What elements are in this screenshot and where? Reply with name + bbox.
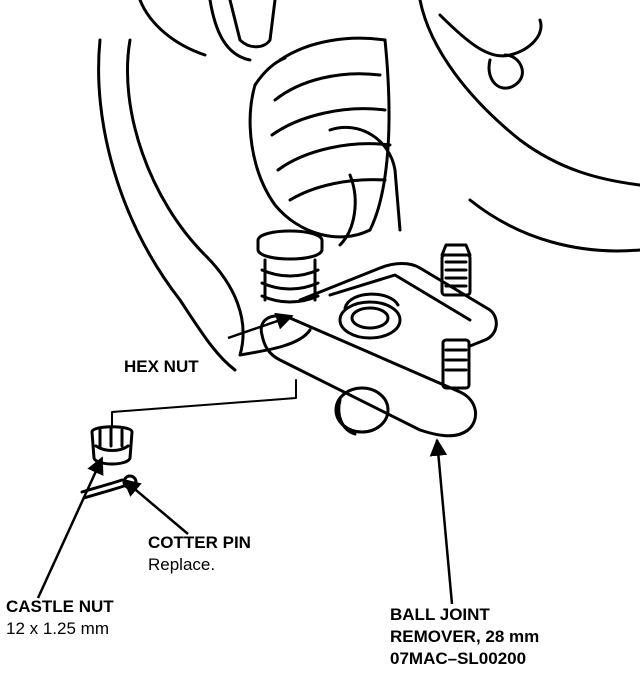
housing-left-edge bbox=[97, 38, 237, 372]
cotter-pin-leader bbox=[122, 478, 189, 535]
ball-joint-remover-title2: REMOVER, 28 mm bbox=[390, 627, 540, 646]
castle-nut-spec: 12 x 1.25 mm bbox=[6, 619, 109, 638]
ball-joint-remover-part-number: 07MAC–SL00200 bbox=[390, 649, 527, 668]
ball-joint-remover-label: BALL JOINT REMOVER, 28 mm 07MAC–SL00200 bbox=[390, 604, 539, 670]
castle-nut-title: CASTLE NUT bbox=[6, 597, 114, 616]
cotter-pin-label: COTTER PIN Replace. bbox=[148, 532, 251, 576]
tie-rod-arm bbox=[328, 125, 402, 232]
right-lower-edge bbox=[468, 198, 640, 253]
ball-joint-remover-leader bbox=[429, 438, 454, 605]
housing-top-edge bbox=[138, 0, 207, 57]
castle-nut-leader bbox=[36, 456, 104, 599]
cotter-pin-title: COTTER PIN bbox=[148, 533, 251, 552]
hex-nut-label: HEX NUT bbox=[124, 356, 199, 378]
right-bolt bbox=[487, 53, 524, 90]
cotter-pin-note: Replace. bbox=[148, 555, 216, 574]
tie-rod-arm-2 bbox=[338, 173, 357, 247]
upper-arm bbox=[208, 0, 252, 62]
hex-nut-title: HEX NUT bbox=[124, 357, 199, 376]
ball-joint-remover-title: BALL JOINT bbox=[390, 605, 490, 624]
hex-nut-leader bbox=[227, 312, 294, 340]
axle-boot bbox=[248, 36, 392, 239]
exploded-view-guide-line bbox=[111, 379, 297, 427]
ball-joint-stud bbox=[256, 229, 324, 304]
right-hub-outline bbox=[418, 0, 640, 187]
right-hub-inner bbox=[438, 13, 543, 58]
upper-bracket bbox=[228, 0, 277, 49]
knuckle-outline bbox=[126, 38, 312, 357]
castle-nut-label: CASTLE NUT 12 x 1.25 mm bbox=[6, 596, 114, 640]
castle-nut-part bbox=[90, 425, 134, 466]
